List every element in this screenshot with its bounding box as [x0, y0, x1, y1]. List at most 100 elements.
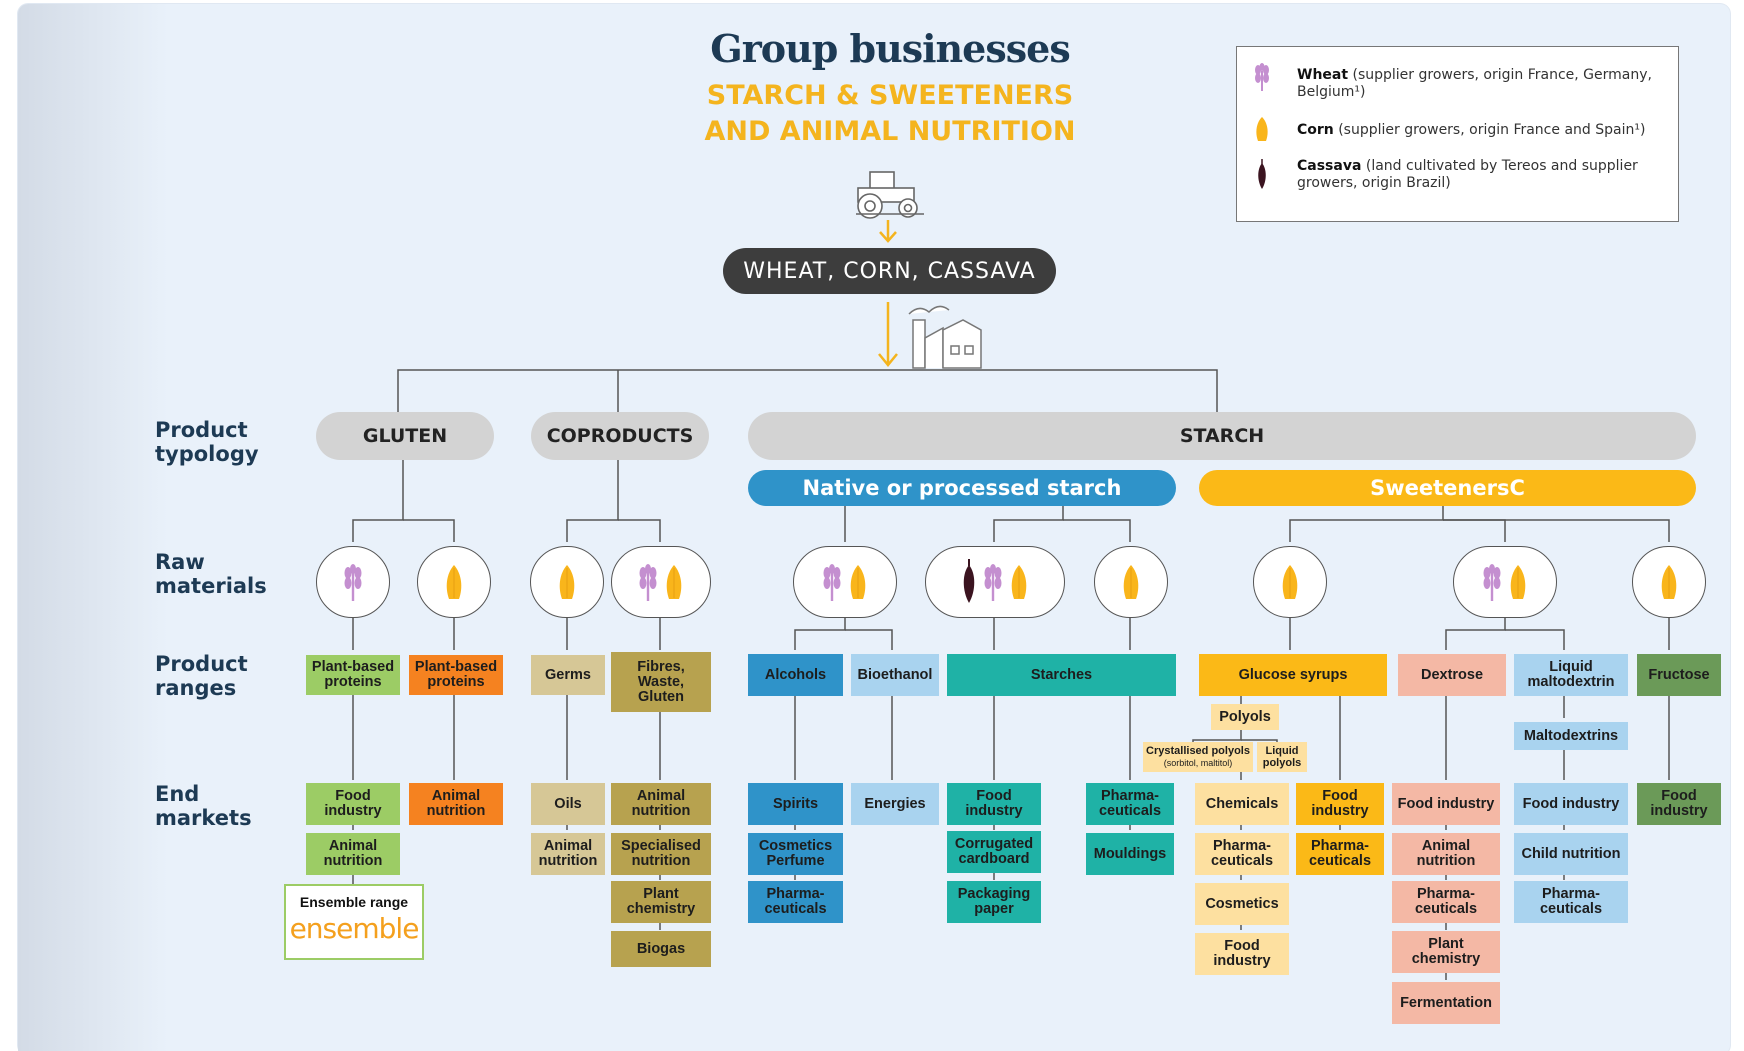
raw-materials-pill: WHEAT, CORN, CASSAVA: [723, 248, 1056, 294]
corn-icon: [1661, 565, 1677, 599]
circle-corn-gluten: [417, 546, 491, 618]
corn-icon: [446, 565, 462, 599]
range-maltodextrins: Maltodextrins: [1514, 722, 1628, 750]
range-dextrose: Dextrose: [1398, 654, 1506, 696]
market-dextrose-food-industry: Food industry: [1392, 783, 1500, 825]
subtitle-line1: STARCH & SWEETENERS: [706, 80, 1074, 111]
corn-icon: [1256, 117, 1268, 141]
corn-icon: [666, 565, 682, 599]
market-child-nutrition: Child nutrition: [1514, 833, 1628, 875]
market-spirits: Spirits: [748, 783, 843, 825]
circle-corn-fructose: [1632, 546, 1706, 618]
cassava-icon: [1258, 159, 1266, 189]
range-crystallised-polyols: Crystallised polyols (sorbitol, maltitol…: [1143, 742, 1253, 772]
range-alcohols: Alcohols: [748, 654, 843, 696]
wheat-icon: [1255, 63, 1269, 91]
subtitle-line2: AND ANIMAL NUTRITION: [704, 116, 1076, 147]
circle-corn-coproducts: [530, 546, 604, 618]
corn-icon: [1510, 565, 1526, 599]
market-starches-food-industry: Food industry: [947, 783, 1041, 825]
market-alcohols-pharmaceuticals: Pharma-ceuticals: [748, 881, 843, 923]
circle-corn-starches: [1094, 546, 1168, 618]
market-chemicals: Chemicals: [1195, 783, 1289, 825]
market-glucose-food-industry: Food industry: [1296, 783, 1384, 825]
market-mouldings: Mouldings: [1086, 833, 1174, 875]
market-coproducts-animal-nutrition: Animal nutrition: [531, 833, 605, 875]
range-bioethanol: Bioethanol: [851, 654, 939, 696]
label-product-typology: Product typology: [155, 418, 259, 466]
circle-wheat-corn-coproducts: [611, 546, 711, 618]
range-liquid-maltodextrin: Liquid maltodextrin: [1514, 654, 1628, 696]
label-end-markets: End markets: [155, 782, 252, 830]
market-maltodextrin-food-industry: Food industry: [1514, 783, 1628, 825]
market-dextrose-animal-nutrition: Animal nutrition: [1392, 833, 1500, 875]
circle-wheat-corn-dextrose: [1453, 546, 1557, 618]
tractor-icon: [856, 171, 924, 219]
market-starches-pharmaceuticals: Pharma-ceuticals: [1086, 783, 1174, 825]
market-dextrose-plant-chemistry: Plant chemistry: [1392, 931, 1500, 973]
market-fibres-animal-nutrition: Animal nutrition: [611, 783, 711, 825]
market-biogas: Biogas: [611, 931, 711, 967]
legend: Wheat (supplier growers, origin France, …: [1236, 46, 1679, 222]
market-polyols-food-industry: Food industry: [1195, 933, 1289, 975]
corn-icon: [850, 565, 866, 599]
market-gluten-animal-nutrition-corn: Animal nutrition: [409, 783, 503, 825]
crystallised-polyols-sub: (sorbitol, maltitol): [1163, 758, 1233, 768]
label-raw-materials: Raw materials: [155, 550, 267, 598]
corn-icon: [1282, 565, 1298, 599]
market-fructose-food-industry: Food industry: [1637, 783, 1721, 825]
ensemble-logo: ensemble: [289, 912, 420, 945]
coproducts-pill: COPRODUCTS: [531, 412, 709, 460]
native-starch-pill: Native or processed starch: [748, 470, 1176, 506]
range-fructose: Fructose: [1637, 654, 1721, 696]
market-polyols-pharmaceuticals: Pharma-ceuticals: [1195, 833, 1289, 875]
wheat-icon: [344, 564, 362, 601]
range-starches: Starches: [947, 654, 1176, 696]
cassava-icon: [963, 559, 975, 603]
market-gluten-food-industry: Food industry: [306, 783, 400, 825]
market-dextrose-pharmaceuticals: Pharma-ceuticals: [1392, 881, 1500, 923]
range-germs: Germs: [531, 655, 605, 695]
legend-wheat: Wheat (supplier growers, origin France, …: [1297, 67, 1652, 100]
market-energies: Energies: [851, 783, 939, 825]
page-title: Group businesses: [710, 26, 1070, 71]
market-corrugated-cardboard: Corrugated cardboard: [947, 831, 1041, 873]
circle-corn-glucose: [1253, 546, 1327, 618]
range-polyols: Polyols: [1211, 704, 1279, 730]
circle-wheat-corn-alcohols: [793, 546, 897, 618]
ensemble-range-label: Ensemble range: [299, 894, 409, 910]
market-polyols-cosmetics: Cosmetics: [1195, 883, 1289, 925]
market-maltodextrin-pharmaceuticals: Pharma-ceuticals: [1514, 881, 1628, 923]
legend-cassava: Cassava (land cultivated by Tereos and s…: [1297, 158, 1638, 191]
legend-corn: Corn (supplier growers, origin France an…: [1297, 122, 1646, 138]
market-oils: Oils: [531, 783, 605, 825]
corn-icon: [1123, 565, 1139, 599]
market-specialised-nutrition: Specialised nutrition: [611, 833, 711, 875]
wheat-icon: [823, 564, 841, 601]
sweeteners-pill: SweetenersC: [1199, 470, 1696, 506]
starch-pill: STARCH: [748, 412, 1696, 460]
gluten-pill: GLUTEN: [316, 412, 494, 460]
market-gluten-animal-nutrition: Animal nutrition: [306, 833, 400, 875]
corn-icon: [559, 565, 575, 599]
range-fibres: Fibres, Waste, Gluten: [611, 652, 711, 712]
circle-cassava-wheat-corn: [925, 546, 1065, 618]
market-cosmetics-perfume: Cosmetics Perfume: [748, 833, 843, 875]
range-glucose-syrups: Glucose syrups: [1199, 654, 1387, 696]
range-liquid-polyols: Liquid polyols: [1257, 742, 1307, 772]
wheat-icon: [984, 564, 1002, 601]
market-plant-chemistry: Plant chemistry: [611, 881, 711, 923]
crystallised-polyols-label: Crystallised polyols: [1146, 745, 1250, 757]
range-plant-proteins-wheat: Plant-based proteins: [306, 655, 400, 695]
market-glucose-pharmaceuticals: Pharma-ceuticals: [1296, 833, 1384, 875]
factory-icon: [908, 305, 982, 369]
ensemble-range-box: Ensemble range ensemble: [284, 884, 424, 960]
market-fermentation: Fermentation: [1392, 982, 1500, 1024]
wheat-icon: [639, 564, 657, 601]
circle-wheat-gluten: [316, 546, 390, 618]
range-plant-proteins-corn: Plant-based proteins: [409, 655, 503, 695]
corn-icon: [1011, 565, 1027, 599]
wheat-icon: [1483, 564, 1501, 601]
